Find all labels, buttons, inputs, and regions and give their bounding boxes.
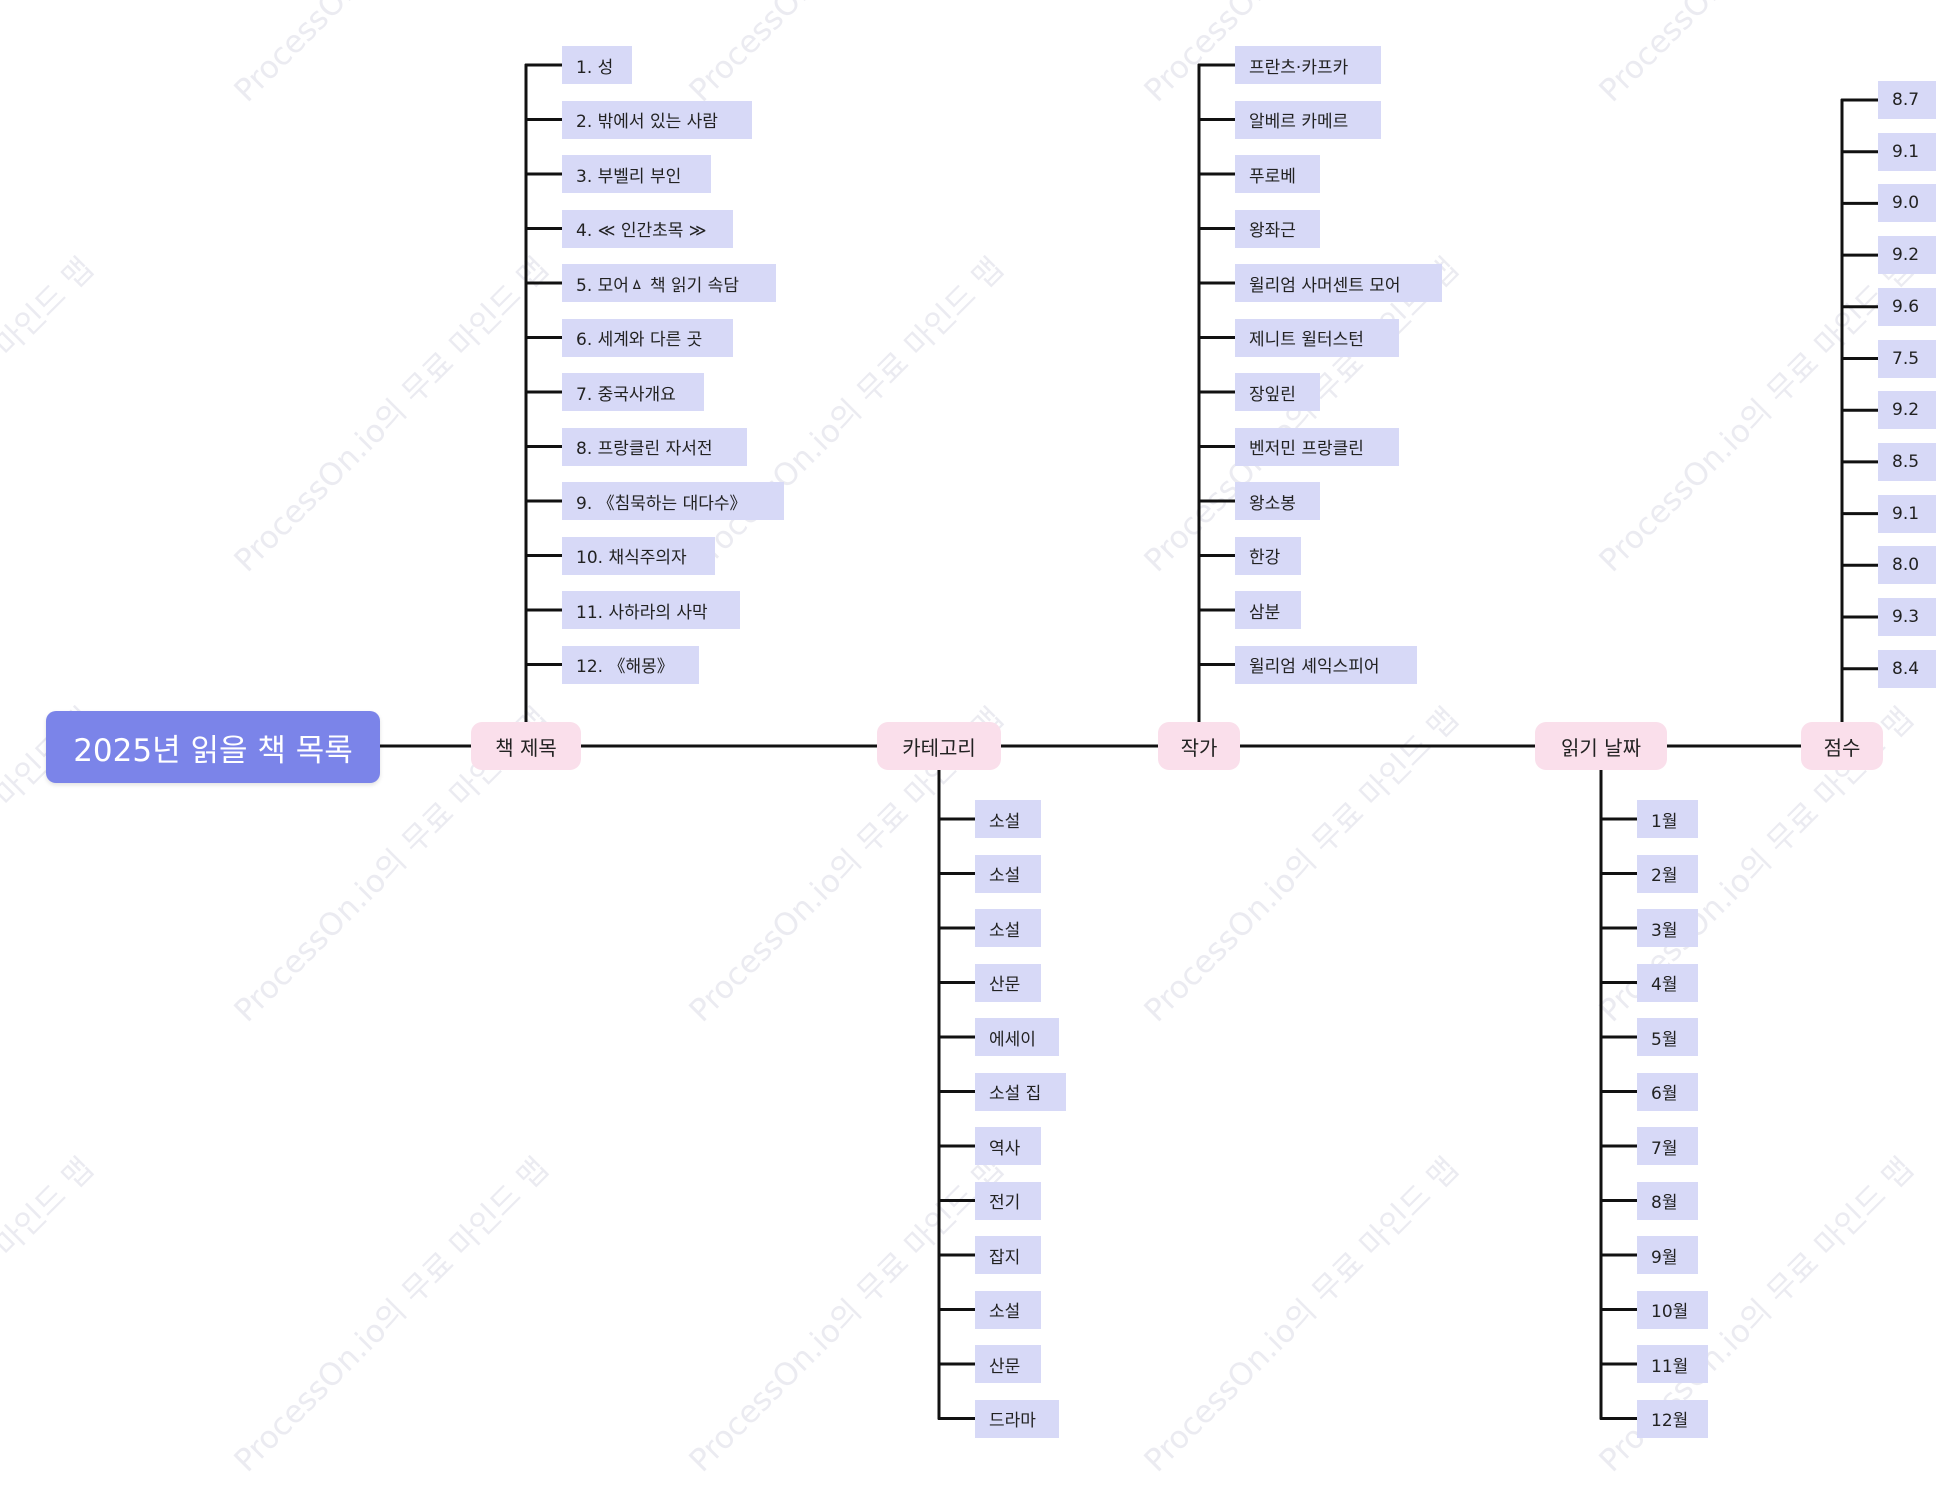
branch-category[interactable]: 카테고리 bbox=[877, 722, 1001, 770]
author-item[interactable]: 한강 bbox=[1235, 536, 1301, 575]
score-item[interactable]: 8.0 bbox=[1878, 546, 1936, 585]
date-item[interactable]: 2월 bbox=[1637, 854, 1698, 893]
score-item[interactable]: 9.2 bbox=[1878, 236, 1936, 275]
category-item[interactable]: 드라마 bbox=[975, 1399, 1059, 1438]
category-item[interactable]: 소설 bbox=[975, 909, 1041, 947]
branch-titles[interactable]: 책 제목 bbox=[471, 722, 581, 770]
author-item[interactable]: 프란츠·카프카 bbox=[1235, 46, 1381, 84]
date-item[interactable]: 10월 bbox=[1637, 1290, 1708, 1329]
category-item[interactable]: 산문 bbox=[975, 1345, 1041, 1383]
titles-item[interactable]: 9. 《침묵하는 대다수》 bbox=[562, 482, 784, 520]
category-item[interactable]: 에세이 bbox=[975, 1018, 1059, 1056]
author-item[interactable]: 왕소봉 bbox=[1235, 482, 1320, 520]
author-item[interactable]: 왕좌근 bbox=[1235, 209, 1320, 248]
score-item[interactable]: 9.3 bbox=[1878, 598, 1936, 636]
titles-item[interactable]: 12. 《해몽》 bbox=[562, 645, 699, 684]
date-item[interactable]: 4월 bbox=[1637, 963, 1698, 1002]
score-item[interactable]: 9.1 bbox=[1878, 132, 1936, 171]
branch-author[interactable]: 작가 bbox=[1158, 722, 1240, 770]
author-item[interactable]: 알베르 카메르 bbox=[1235, 100, 1381, 139]
score-item[interactable]: 8.4 bbox=[1878, 649, 1936, 688]
titles-item[interactable]: 11. 사하라의 사막 bbox=[562, 591, 740, 629]
date-item[interactable]: 1월 bbox=[1637, 800, 1698, 838]
score-item[interactable]: 8.7 bbox=[1878, 81, 1936, 119]
date-item[interactable]: 11월 bbox=[1637, 1345, 1708, 1383]
titles-item[interactable]: 10. 채식주의자 bbox=[562, 536, 715, 575]
author-item[interactable]: 윌리엄 사머센트 모어 bbox=[1235, 264, 1442, 302]
date-item[interactable]: 6월 bbox=[1637, 1072, 1698, 1111]
author-item[interactable]: 윌리엄 셰익스피어 bbox=[1235, 645, 1417, 684]
score-item[interactable]: 7.5 bbox=[1878, 339, 1936, 378]
titles-item[interactable]: 2. 밖에서 있는 사람 bbox=[562, 100, 752, 139]
branch-date[interactable]: 읽기 날짜 bbox=[1535, 722, 1667, 770]
date-item[interactable]: 9월 bbox=[1637, 1236, 1698, 1274]
category-item[interactable]: 소설 bbox=[975, 854, 1041, 893]
category-item[interactable]: 소설 집 bbox=[975, 1072, 1066, 1111]
author-item[interactable]: 삼분 bbox=[1235, 591, 1301, 629]
score-item[interactable]: 8.5 bbox=[1878, 442, 1936, 481]
date-item[interactable]: 5월 bbox=[1637, 1018, 1698, 1056]
titles-item[interactable]: 5. 모어ㅿ 책 읽기 속담 bbox=[562, 264, 776, 302]
titles-item[interactable]: 8. 프랑클린 자서전 bbox=[562, 427, 747, 466]
titles-item[interactable]: 3. 부벨리 부인 bbox=[562, 155, 711, 193]
score-item[interactable]: 9.2 bbox=[1878, 391, 1936, 430]
author-item[interactable]: 푸로베 bbox=[1235, 155, 1320, 193]
date-item[interactable]: 3월 bbox=[1637, 909, 1698, 947]
root-topic[interactable]: 2025년 읽을 책 목록 bbox=[46, 711, 380, 783]
category-item[interactable]: 역사 bbox=[975, 1127, 1041, 1165]
category-item[interactable]: 전기 bbox=[975, 1181, 1041, 1220]
score-item[interactable]: 9.0 bbox=[1878, 184, 1936, 223]
score-item[interactable]: 9.6 bbox=[1878, 287, 1936, 326]
date-item[interactable]: 7월 bbox=[1637, 1127, 1698, 1165]
branch-score[interactable]: 점수 bbox=[1801, 722, 1883, 770]
titles-item[interactable]: 1. 성 bbox=[562, 46, 632, 84]
titles-item[interactable]: 7. 중국사개요 bbox=[562, 373, 704, 411]
author-item[interactable]: 제니트 윌터스턴 bbox=[1235, 318, 1399, 357]
author-item[interactable]: 장잎린 bbox=[1235, 373, 1320, 411]
titles-item[interactable]: 4. ≪ 인간초목 ≫ bbox=[562, 209, 733, 248]
score-item[interactable]: 9.1 bbox=[1878, 494, 1936, 533]
category-item[interactable]: 소설 bbox=[975, 800, 1041, 838]
category-item[interactable]: 산문 bbox=[975, 963, 1041, 1002]
date-item[interactable]: 8월 bbox=[1637, 1181, 1698, 1220]
titles-item[interactable]: 6. 세계와 다른 곳 bbox=[562, 318, 733, 357]
category-item[interactable]: 잡지 bbox=[975, 1236, 1041, 1274]
author-item[interactable]: 벤저민 프랑클린 bbox=[1235, 427, 1399, 466]
date-item[interactable]: 12월 bbox=[1637, 1399, 1708, 1438]
category-item[interactable]: 소설 bbox=[975, 1290, 1041, 1329]
